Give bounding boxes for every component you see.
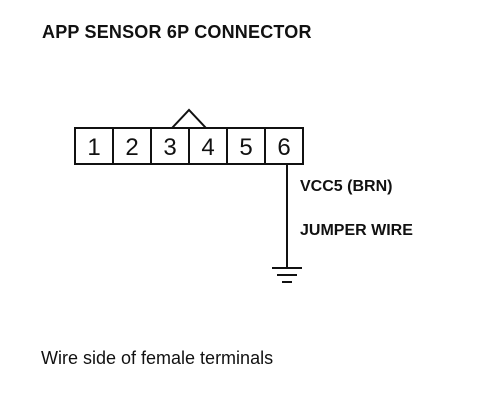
- pin-cell-5: 5: [226, 127, 266, 165]
- pin-cell-3: 3: [150, 127, 190, 165]
- pin-cell-4: 4: [188, 127, 228, 165]
- pin-number: 6: [277, 134, 290, 161]
- pin-cell-1: 1: [74, 127, 114, 165]
- pin-cell-6: 6: [264, 127, 304, 165]
- wire-color-label: VCC5 (BRN): [300, 178, 393, 195]
- connector-lock-tab: [171, 108, 207, 129]
- ground-icon: [272, 267, 302, 283]
- pin-number: 2: [125, 134, 138, 161]
- pin-number: 5: [239, 134, 252, 161]
- pin-number: 4: [201, 134, 214, 161]
- diagram-title: APP SENSOR 6P CONNECTOR: [42, 22, 312, 42]
- diagram-caption: Wire side of female terminals: [41, 348, 274, 368]
- pin-number: 3: [163, 134, 176, 161]
- pin-number: 1: [87, 134, 100, 161]
- jumper-wire-label: JUMPER WIRE: [300, 222, 413, 239]
- pin-cell-2: 2: [112, 127, 152, 165]
